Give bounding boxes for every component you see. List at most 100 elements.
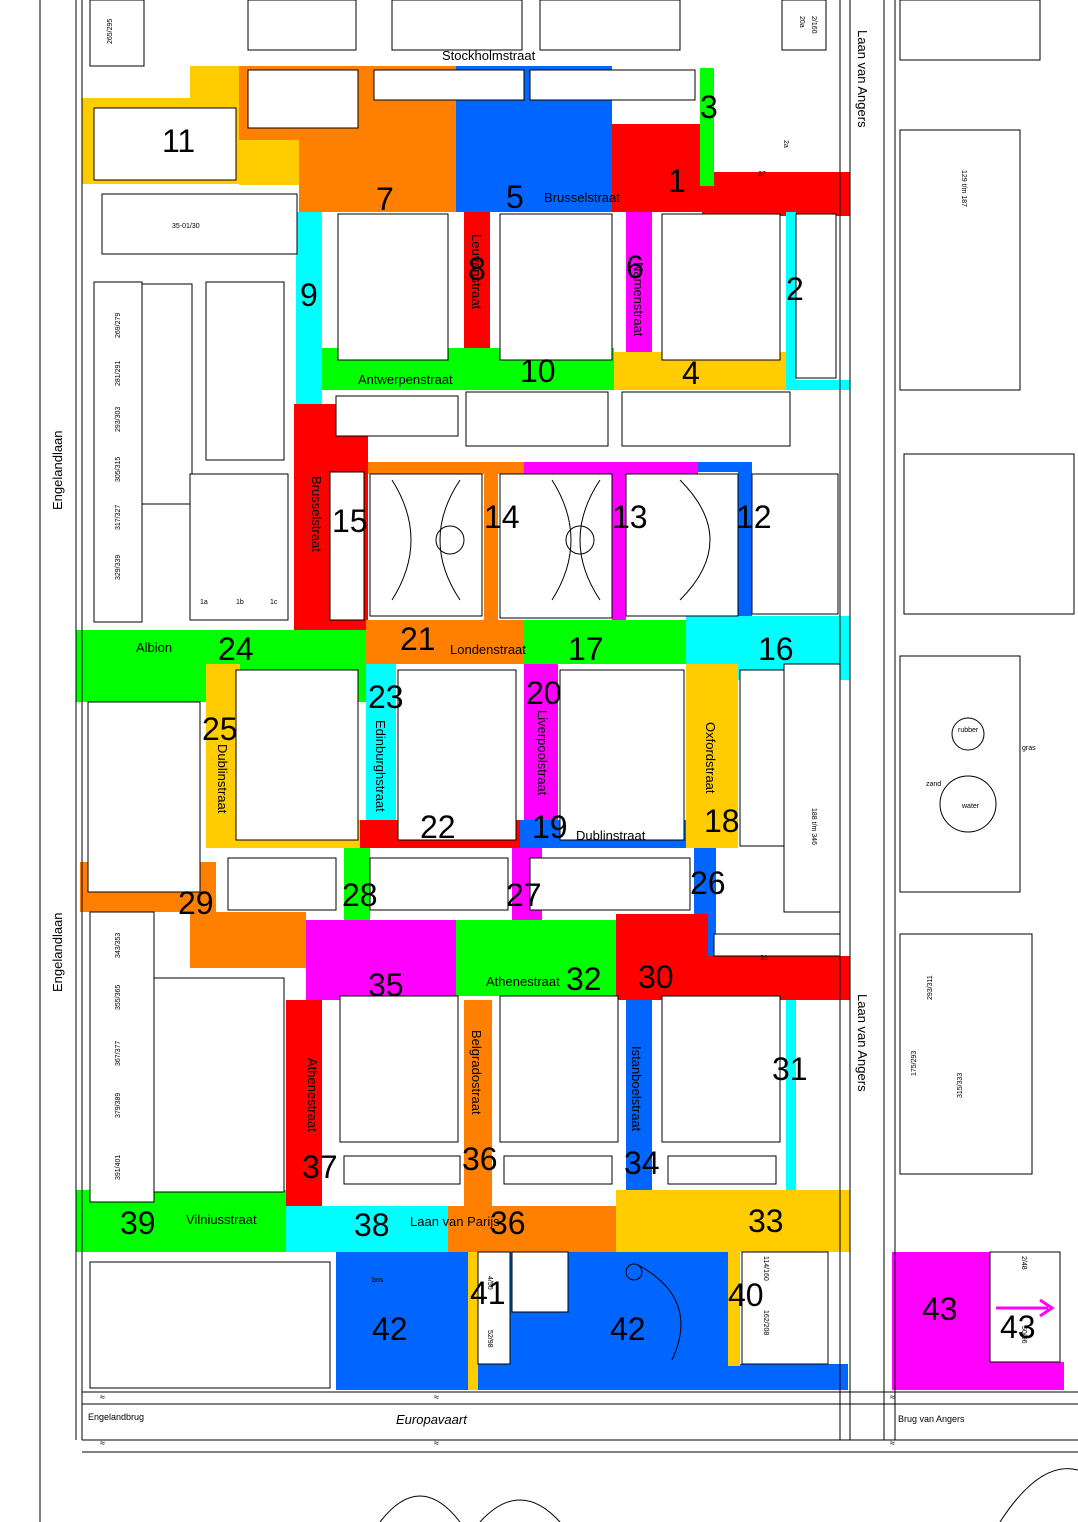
zone-labels: 1 2 3 4 5 6 7 8 9 10 11 12 13 14 15 16 1…: [120, 89, 1055, 1347]
zone-42-area[interactable]: [472, 1364, 848, 1390]
zone-17-area[interactable]: [524, 620, 686, 664]
zone-label-2: 2: [786, 271, 804, 307]
zone-label-41: 41: [470, 1275, 506, 1311]
zone-23-area[interactable]: [366, 664, 396, 820]
annotation-317-327: 317/327: [115, 505, 122, 530]
annotation-293-311: 293/311: [927, 975, 934, 1000]
zone-40-area[interactable]: [728, 1252, 740, 1366]
zone-label-3: 3: [700, 89, 718, 125]
zone-26-area[interactable]: [694, 848, 716, 914]
street-vilniusstraat: Vilniusstraat: [186, 1212, 257, 1227]
zone-14-area[interactable]: [484, 462, 498, 632]
zone-11-area[interactable]: [190, 66, 240, 100]
zone-13-area[interactable]: [612, 462, 626, 640]
annotation-343-353: 343/353: [115, 933, 122, 958]
zone-label-25: 25: [202, 711, 238, 747]
zone-2-area[interactable]: [786, 380, 850, 390]
zone-label-27: 27: [506, 877, 542, 913]
street-istanboelstraat: Istanboelstraat: [629, 1046, 644, 1132]
annotation-305-315: 305/315: [115, 457, 122, 482]
street-albion: Albion: [136, 640, 172, 655]
annotation-37: 37: [758, 171, 766, 178]
street-laan-van-angers-bottom: Laan van Angers: [855, 994, 870, 1092]
zone-30-area[interactable]: [616, 914, 708, 1000]
street-athenestraat: Athenestraat: [486, 974, 560, 989]
street-namenstraat: Namenstraat: [631, 262, 646, 337]
zone-31-area[interactable]: [786, 1000, 796, 1196]
street-liverpoolstraat: Liverpoolstraat: [535, 710, 550, 796]
zone-6-area[interactable]: [626, 212, 652, 362]
zone-36-area[interactable]: [448, 1206, 616, 1252]
zone-1-area[interactable]: [612, 124, 702, 212]
street-oxfordstraat: Oxfordstraat: [703, 722, 718, 794]
zone-21-area[interactable]: [366, 620, 524, 664]
zone-12-area[interactable]: [698, 462, 744, 472]
annotation-391-401: 391/401: [115, 1155, 122, 1180]
zone-12-area[interactable]: [738, 462, 752, 642]
zone-41-area[interactable]: [468, 1252, 478, 1390]
zone-label-5: 5: [506, 179, 524, 215]
street-laan-van-parijs: Laan van Parijs: [410, 1214, 500, 1229]
zone-8-area[interactable]: [464, 212, 490, 362]
annotation-265-295: 265/295: [107, 19, 114, 44]
svg-text:≈: ≈: [100, 1392, 105, 1402]
annotation-2-160: 2/160: [810, 16, 817, 34]
street-engelandlaan-top: Engelandlaan: [50, 430, 65, 510]
zone-11-area[interactable]: [239, 140, 299, 185]
zone-28-area[interactable]: [344, 848, 370, 920]
annotation-zand: zand: [926, 781, 941, 788]
zone-label-42: 42: [610, 1311, 646, 1347]
street-laan-van-angers-top: Laan van Angers: [855, 30, 870, 128]
street-stockholmstraat: Stockholmstraat: [442, 48, 536, 63]
zone-2-area[interactable]: [786, 212, 796, 390]
svg-text:≈: ≈: [890, 1392, 895, 1402]
annotation-1c: 1c: [270, 599, 278, 606]
zone-3-area[interactable]: [700, 68, 714, 186]
zone-14-area[interactable]: [368, 462, 524, 474]
zone-label-38: 38: [354, 1207, 390, 1243]
zone-label-39: 39: [120, 1205, 156, 1241]
zone-label-24: 24: [218, 631, 254, 667]
zone-1-area[interactable]: [702, 172, 850, 216]
street-engelandlaan-bottom: Engelandlaan: [50, 912, 65, 992]
zone-label-9: 9: [300, 277, 318, 313]
annotation-114-160: 114/160: [762, 1256, 769, 1281]
zone-label-32: 32: [566, 961, 602, 997]
street-brusselstraat: Brusselstraat: [544, 190, 620, 205]
zone-42-area[interactable]: [336, 1252, 472, 1390]
zone-label-15: 15: [332, 503, 368, 539]
zone-label-34: 34: [624, 1145, 660, 1181]
street-edinburghstraat: Edinburghstraat: [373, 720, 388, 812]
map-linework: [39, 0, 1078, 1522]
zone-label-20: 20: [526, 675, 562, 711]
annotation-52-98: 52/98: [486, 1330, 493, 1348]
zone-18-area[interactable]: [686, 664, 738, 848]
annotation-367-377: 367/377: [115, 1041, 122, 1066]
zone-label-8: 8: [468, 251, 486, 287]
annotation-175-293: 175/293: [911, 1051, 918, 1076]
zone-label-1: 1: [668, 163, 686, 199]
zone-7-area[interactable]: [299, 140, 456, 212]
zone-43-area[interactable]: [892, 1252, 990, 1390]
zone-34-area[interactable]: [626, 1000, 652, 1206]
zone-30-area[interactable]: [708, 956, 850, 1000]
zone-43-area[interactable]: [990, 1362, 1064, 1390]
zone-label-13: 13: [612, 499, 648, 535]
zone-29-area[interactable]: [190, 912, 306, 968]
zone-37-area[interactable]: [286, 1000, 322, 1210]
zone-36-area[interactable]: [464, 1000, 492, 1210]
zone-38-area[interactable]: [286, 1206, 448, 1252]
zone-35-area[interactable]: [306, 920, 456, 1000]
zone-32-area[interactable]: [456, 920, 616, 996]
zone-label-12: 12: [736, 499, 772, 535]
zone-label-17: 17: [568, 631, 604, 667]
annotation-4-50: 4/50: [486, 1276, 493, 1290]
zone-label-33: 33: [748, 1203, 784, 1239]
zone-13-area[interactable]: [524, 462, 698, 474]
zone-label-14: 14: [484, 499, 520, 535]
zone-9-area[interactable]: [296, 212, 322, 404]
zone-33-area[interactable]: [616, 1190, 850, 1252]
svg-text:≈: ≈: [434, 1392, 439, 1402]
zone-20-area[interactable]: [524, 664, 558, 820]
zone-25-area[interactable]: [206, 664, 240, 848]
